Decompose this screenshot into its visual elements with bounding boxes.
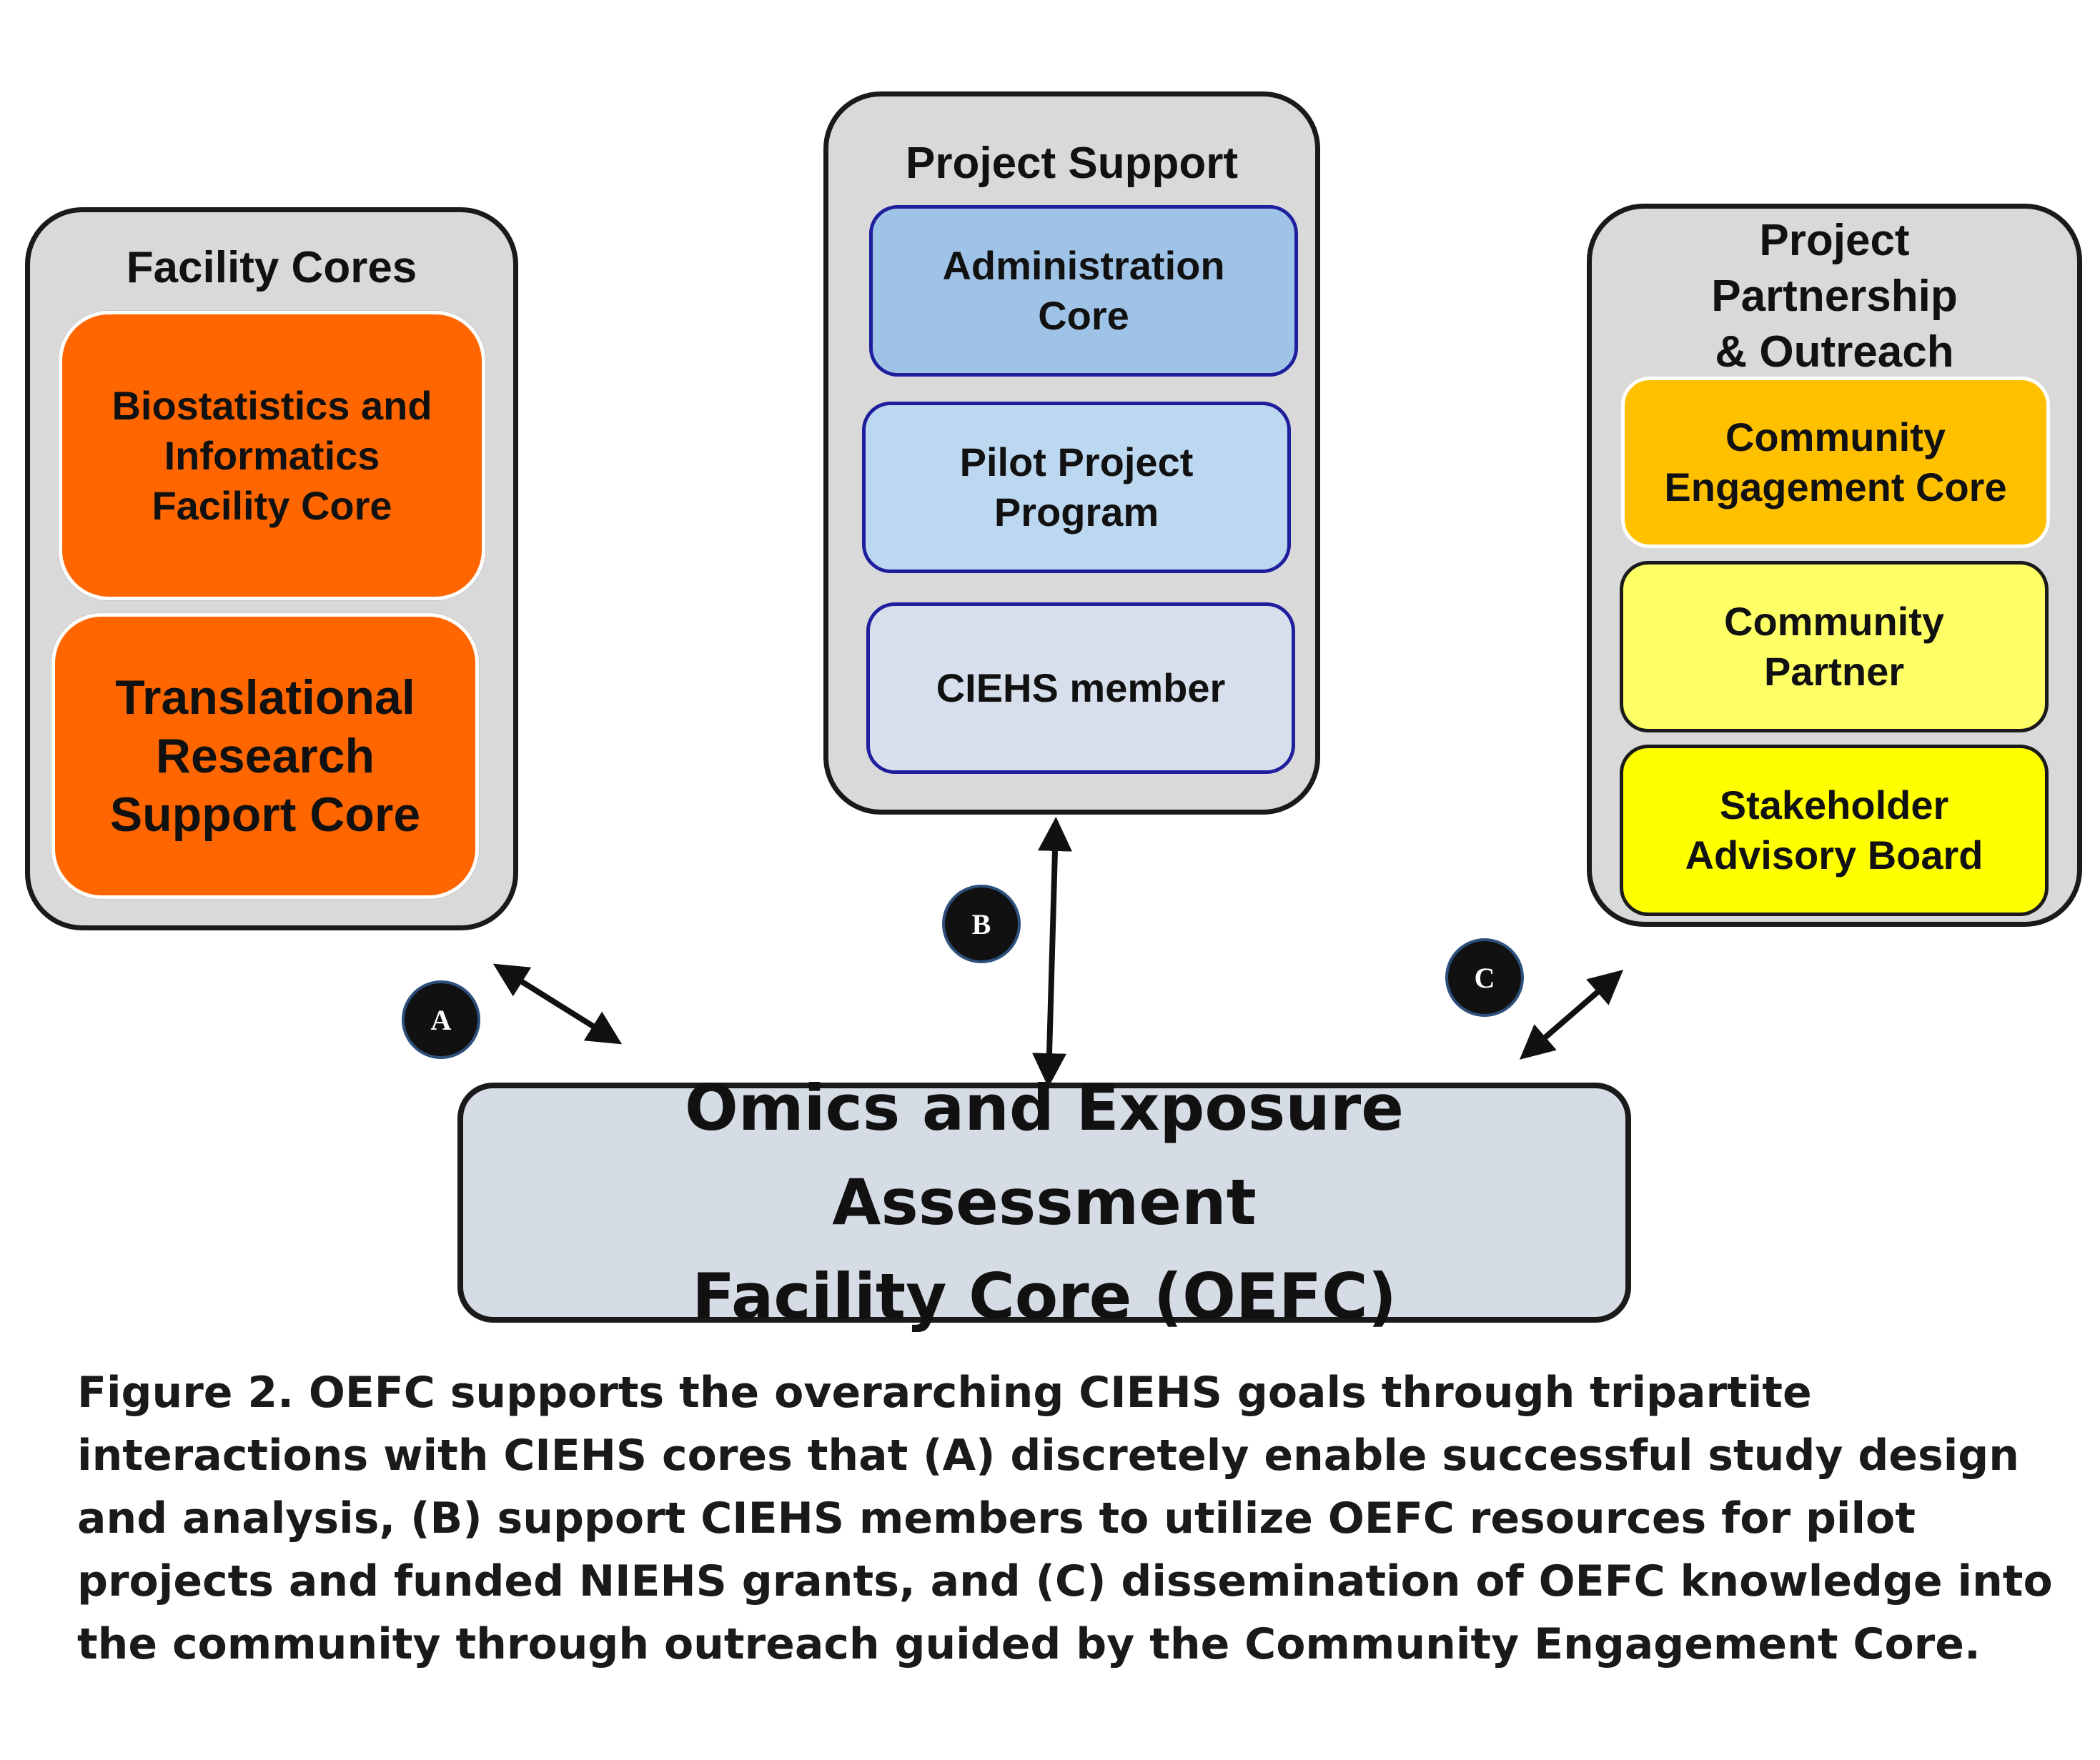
translational-research-core: Translational Research Support Core — [51, 613, 479, 899]
ciehs-member: CIEHS member — [866, 602, 1295, 774]
badge-c: C — [1445, 938, 1524, 1017]
project-support-title: Project Support — [905, 139, 1239, 188]
partnership-outreach-title: Project Partnership & Outreach — [1711, 216, 1958, 377]
figure-caption: Figure 2. OEFC supports the overarching … — [77, 1368, 2053, 1669]
arrow-b — [1032, 817, 1072, 1088]
arrow-c — [1519, 970, 1624, 1060]
oefc-core-box: Omics and Exposure Assessment Facility C… — [457, 1071, 1631, 1333]
badge-b: B — [942, 885, 1021, 963]
pilot-project-program: Pilot Project Program — [862, 402, 1291, 573]
badge-a: A — [402, 980, 480, 1059]
community-engagement-core: Community Engagement Core — [1621, 377, 2050, 548]
facility-cores-title: Facility Cores — [126, 243, 417, 292]
community-partner: Community Partner — [1620, 561, 2049, 732]
administration-core: Administration Core — [869, 205, 1298, 377]
biostatistics-informatics-core: Biostatistics and Informatics Facility C… — [59, 311, 485, 600]
arrow-a — [492, 963, 623, 1045]
stakeholder-advisory-board: Stakeholder Advisory Board — [1620, 745, 2049, 916]
